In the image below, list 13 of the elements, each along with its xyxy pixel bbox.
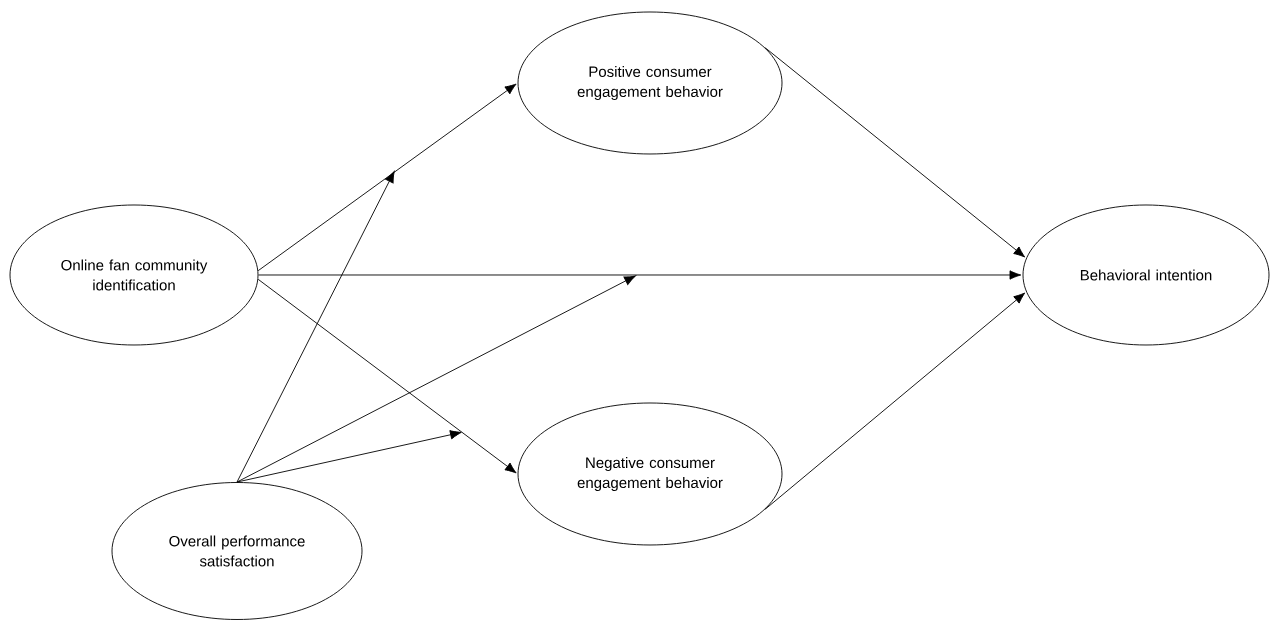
- arrow: [236, 430, 462, 483]
- arrow: [258, 270, 1022, 280]
- ellipse-node: Behavioral intention: [1022, 204, 1270, 346]
- ellipse-node: Negative consumer engagement behavior: [517, 402, 783, 546]
- arrow: [764, 47, 1026, 258]
- arrow: [257, 278, 517, 474]
- ellipse-node: Online fan community identification: [9, 204, 259, 346]
- ellipse-node: Overall performance satisfaction: [111, 482, 363, 620]
- arrow: [257, 83, 517, 272]
- arrow: [236, 275, 636, 483]
- arrow: [236, 171, 395, 483]
- arrow: [764, 292, 1026, 510]
- ellipse-node: Positive consumer engagement behavior: [517, 11, 783, 155]
